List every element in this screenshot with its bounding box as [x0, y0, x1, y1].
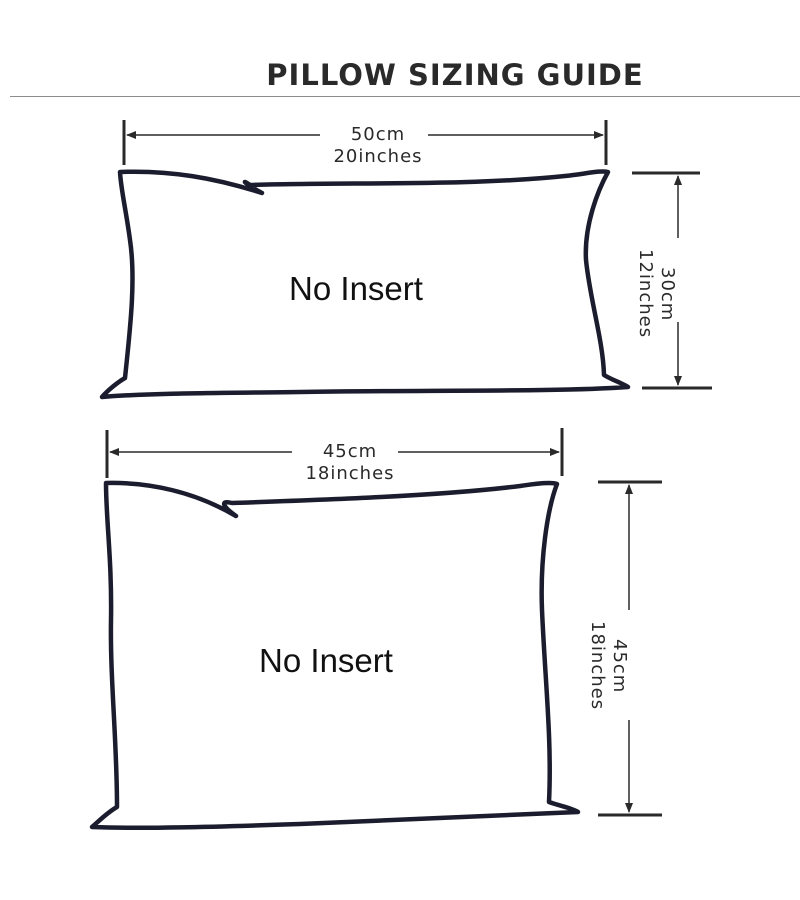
pillow-1-width-in: 20inches: [333, 146, 423, 167]
pillow-1-height-cm: 30cm: [657, 266, 678, 322]
pillow-2-outline: [89, 480, 581, 831]
pillow-2-width-label: 45cm 18inches: [290, 441, 410, 485]
pillow-1-insert-label: No Insert: [289, 270, 423, 307]
pillow-1-outline: [99, 169, 631, 400]
pillow-1-width-label: 50cm 20inches: [318, 124, 438, 168]
pillow-2-height-label: 45cm 18inches: [586, 614, 630, 718]
title-underline: [10, 96, 800, 97]
pillow-2-width-cm: 45cm: [322, 441, 378, 462]
pillow-2-width-in: 18inches: [305, 463, 395, 484]
pillow-1-height-in: 12inches: [635, 249, 656, 339]
pillow-2-height-in: 18inches: [587, 621, 608, 711]
pillow-2-insert-label: No Insert: [259, 642, 393, 679]
pillow-2-height-cm: 45cm: [609, 638, 630, 694]
pillow-1-height-label: 30cm 12inches: [634, 242, 678, 346]
pillow-1-width-cm: 50cm: [350, 124, 406, 145]
guide-title: PILLOW SIZING GUIDE: [266, 58, 644, 92]
